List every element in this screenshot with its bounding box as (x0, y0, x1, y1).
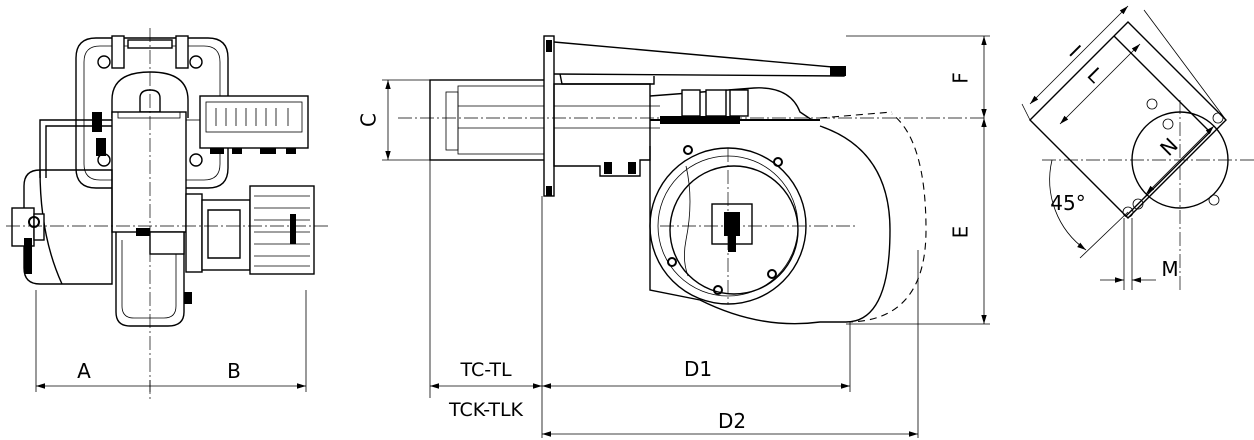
dim-label-c: C (357, 113, 381, 127)
dim-label-n: N (1155, 133, 1183, 161)
front-view (6, 28, 330, 400)
boiler-plate-view (1021, 5, 1254, 290)
dim-label-tc-tl: TC-TL (459, 359, 511, 381)
dim-label-d2: D2 (718, 409, 746, 433)
dim-label-e: E (949, 226, 973, 239)
dim-label-l: L (1083, 63, 1108, 88)
dim-label-f: F (949, 72, 973, 84)
dim-label-b: B (227, 359, 241, 383)
dim-label-a: A (77, 359, 91, 383)
dim-label-d1: D1 (684, 357, 712, 381)
dim-label-tck-tlk: TCK-TLK (448, 399, 524, 421)
dim-label-i: I (1064, 40, 1085, 61)
dim-label-m: M (1161, 257, 1178, 281)
side-view (382, 35, 990, 438)
dim-label-angle: 45° (1050, 191, 1085, 215)
